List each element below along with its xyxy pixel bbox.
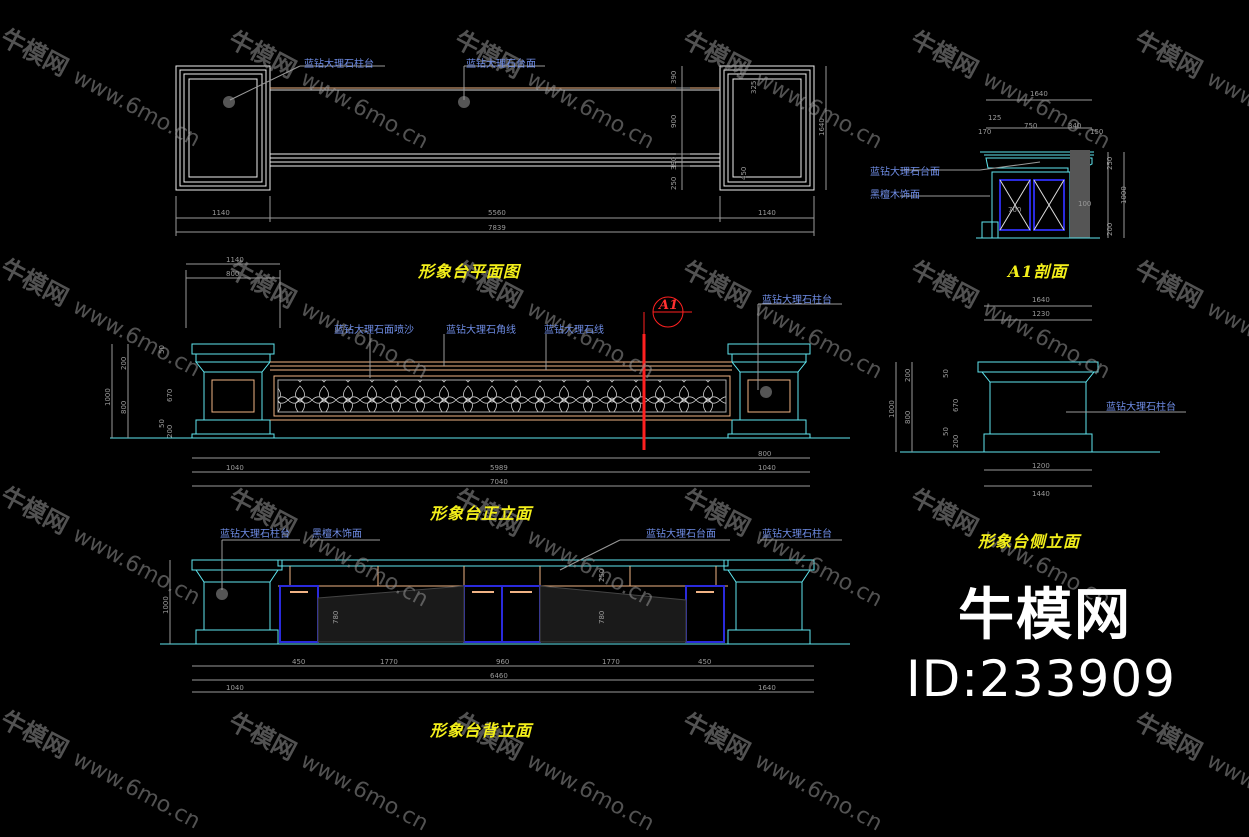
dim-side-6: 800 (904, 411, 912, 424)
dim-back-3: 1770 (380, 658, 398, 666)
dimension-texts: 1140 5560 1140 7839 390 900 1640 390 250… (104, 71, 1128, 692)
dim-front-6: 800 (758, 450, 771, 458)
id-label: ID:233909 (906, 650, 1176, 708)
dim-front-1: 1140 (226, 256, 244, 264)
dim-side-3: 1200 (1032, 462, 1050, 470)
dim-sec-4: 340 (1068, 122, 1081, 130)
dim-front-5: 7040 (490, 478, 508, 486)
dim-sec-1: 1640 (1030, 90, 1048, 98)
dim-side-7: 670 (952, 399, 960, 412)
dim-sec-10: 1000 (1120, 186, 1128, 204)
back-column-right-label: 蓝钻大理石柱台 (762, 529, 832, 540)
dim-back-5: 1770 (602, 658, 620, 666)
dim-plan-5: 390 (670, 71, 678, 84)
dim-plan-7: 1640 (818, 118, 826, 136)
back-view (160, 539, 850, 693)
front-line-label: 蓝钻大理石线 (544, 325, 604, 336)
dim-front-10: 670 (166, 389, 174, 402)
back-column-left-label: 蓝钻大理石柱台 (220, 529, 290, 540)
dim-sec-3: 750 (1024, 122, 1037, 130)
section-top-label: 蓝钻大理石台面 (870, 167, 940, 178)
dim-back-12: 250 (598, 569, 606, 582)
dim-back-9: 1000 (162, 596, 170, 614)
dim-front-2: 800 (226, 270, 239, 278)
plan-view (175, 65, 827, 236)
side-title: 形象台侧立面 (978, 532, 1081, 551)
dim-plan-9: 250 (670, 177, 678, 190)
plan-column-label: 蓝钻大理石柱台 (304, 59, 374, 70)
dim-plan-8: 390 (670, 157, 678, 170)
dim-front-13: 50 (158, 419, 166, 428)
dim-back-2: 450 (292, 658, 305, 666)
dim-front-4: 5989 (490, 464, 508, 472)
dim-side-5: 1000 (888, 400, 896, 418)
front-title: 形象台正立面 (430, 504, 533, 523)
plan-top-label: 蓝钻大理石台面 (466, 59, 536, 70)
dim-plan-11: 450 (740, 167, 748, 180)
dim-side-1: 1640 (1032, 296, 1050, 304)
front-view (110, 263, 850, 487)
dim-side-8: 200 (952, 435, 960, 448)
dim-plan-6: 900 (670, 115, 678, 128)
dim-front-12: 200 (120, 357, 128, 370)
dim-side-10: 50 (942, 427, 950, 436)
back-wood-label: 黑檀木饰面 (312, 529, 362, 540)
dim-back-1: 1040 (226, 684, 244, 692)
dim-front-8: 1000 (104, 388, 112, 406)
front-sand-label: 蓝钻大理石面喷沙 (334, 325, 414, 336)
dim-side-4: 1440 (1032, 490, 1050, 498)
dim-back-11: 780 (598, 611, 606, 624)
back-top-label: 蓝钻大理石台面 (646, 529, 716, 540)
brand-logo: 牛模网 (958, 583, 1132, 648)
dim-front-11: 200 (166, 425, 174, 438)
side-view (895, 305, 1186, 487)
front-column-label: 蓝钻大理石柱台 (762, 295, 832, 306)
side-column-label: 蓝钻大理石柱台 (1106, 402, 1176, 413)
dim-side-11: 50 (942, 369, 950, 378)
dim-back-4: 960 (496, 658, 509, 666)
section-wood-label: 黑檀木饰面 (870, 190, 920, 201)
dim-back-7: 6460 (490, 672, 508, 680)
dim-sec-9: 700 (1008, 206, 1021, 214)
dim-side-2: 1230 (1032, 310, 1050, 318)
dim-front-14: 50 (158, 345, 166, 354)
dim-plan-2: 5560 (488, 209, 506, 217)
front-corner-label: 蓝钻大理石角线 (446, 325, 516, 336)
dim-plan-10: 325 (750, 81, 758, 94)
section-title: A1剖面 (1008, 262, 1068, 281)
dim-plan-1: 1140 (212, 209, 230, 217)
back-title: 形象台背立面 (430, 721, 533, 740)
cad-drawing-canvas: 1140 5560 1140 7839 390 900 1640 390 250… (0, 23, 1249, 837)
dim-front-9: 800 (120, 401, 128, 414)
dim-sec-8: 100 (1078, 200, 1091, 208)
dim-front-7: 1040 (758, 464, 776, 472)
dim-back-10: 780 (332, 611, 340, 624)
dim-back-6: 450 (698, 658, 711, 666)
dim-plan-4: 7839 (488, 224, 506, 232)
section-marker: A1 (659, 298, 679, 313)
dim-side-9: 200 (904, 369, 912, 382)
dim-front-3: 1040 (226, 464, 244, 472)
plan-title: 形象台平面图 (418, 262, 521, 281)
cad-linework: 1140 5560 1140 7839 390 900 1640 390 250… (104, 65, 1186, 693)
dim-sec-11: 200 (1106, 223, 1114, 236)
dim-sec-6: 170 (978, 128, 991, 136)
dim-plan-3: 1140 (758, 209, 776, 217)
dim-sec-2: 125 (988, 114, 1001, 122)
dim-back-8: 1640 (758, 684, 776, 692)
dim-sec-5: 150 (1090, 128, 1103, 136)
dim-sec-7: 250 (1106, 157, 1114, 170)
section-view (900, 99, 1125, 239)
